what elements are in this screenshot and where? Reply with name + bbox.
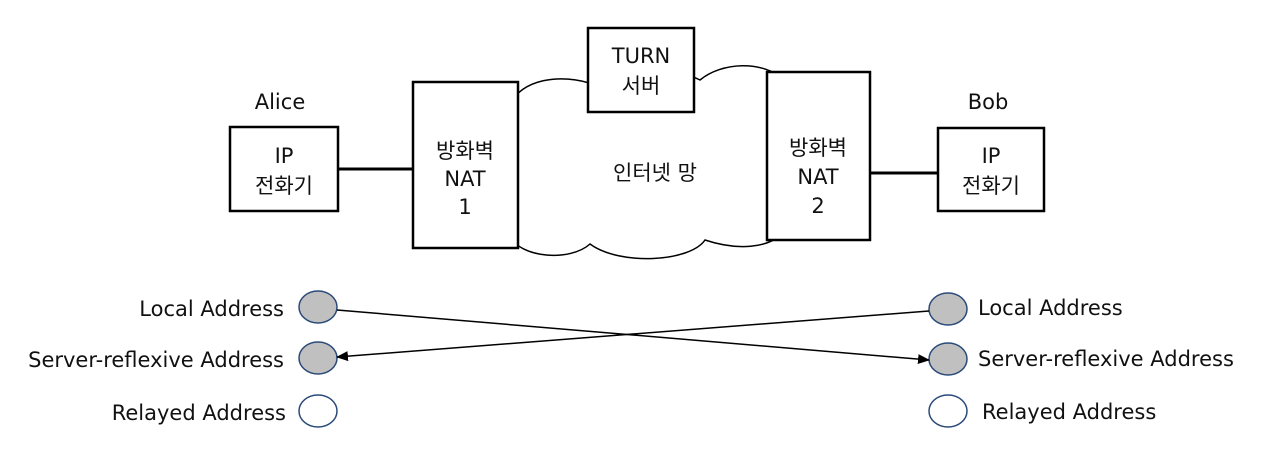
right-relayed-candidate	[928, 394, 968, 428]
arrow-right-local-to-left-srflx	[336, 310, 930, 362]
left-relayed-candidate	[298, 394, 338, 428]
bob-label: Bob	[968, 90, 1009, 114]
nat2-line2: NAT	[797, 165, 838, 189]
nat1-line2: NAT	[444, 167, 485, 191]
internet-label: 인터넷 망	[613, 161, 697, 185]
alice-ip-phone: IP 전화기	[228, 125, 340, 213]
bob-phone-line2: 전화기	[962, 174, 1020, 198]
nat2-line1: 방화벽	[789, 136, 847, 160]
nat1-line3: 1	[458, 195, 471, 219]
bob-phone-line1: IP	[982, 144, 1001, 168]
bob-ip-phone: IP 전화기	[936, 126, 1046, 213]
alice-phone-line1: IP	[275, 144, 294, 168]
left-local-candidate	[298, 290, 338, 324]
left-server-reflexive-candidate	[298, 341, 338, 375]
turn-server: TURN 서버	[586, 26, 696, 114]
nat2-line3: 2	[811, 194, 824, 218]
nat1-firewall: 방화벽 NAT 1	[411, 80, 520, 250]
turn-line1: TURN	[611, 44, 671, 68]
right-server-reflexive-label: Server-reflexive Address	[978, 347, 1234, 371]
right-server-reflexive-candidate	[928, 342, 968, 376]
arrow-left-local-to-right-srflx	[336, 309, 930, 365]
left-relayed-address-label: Relayed Address	[112, 401, 286, 425]
left-server-reflexive-label: Server-reflexive Address	[28, 348, 284, 372]
nat2-firewall: 방화벽 NAT 2	[765, 70, 872, 242]
right-relayed-address-label: Relayed Address	[982, 400, 1156, 424]
nat1-line1: 방화벽	[436, 139, 494, 163]
alice-phone-line2: 전화기	[255, 174, 313, 198]
alice-label: Alice	[255, 90, 306, 114]
right-local-address-label: Local Address	[978, 296, 1123, 320]
right-local-candidate	[928, 292, 968, 326]
left-local-address-label: Local Address	[139, 297, 284, 321]
turn-line2: 서버	[622, 74, 661, 98]
